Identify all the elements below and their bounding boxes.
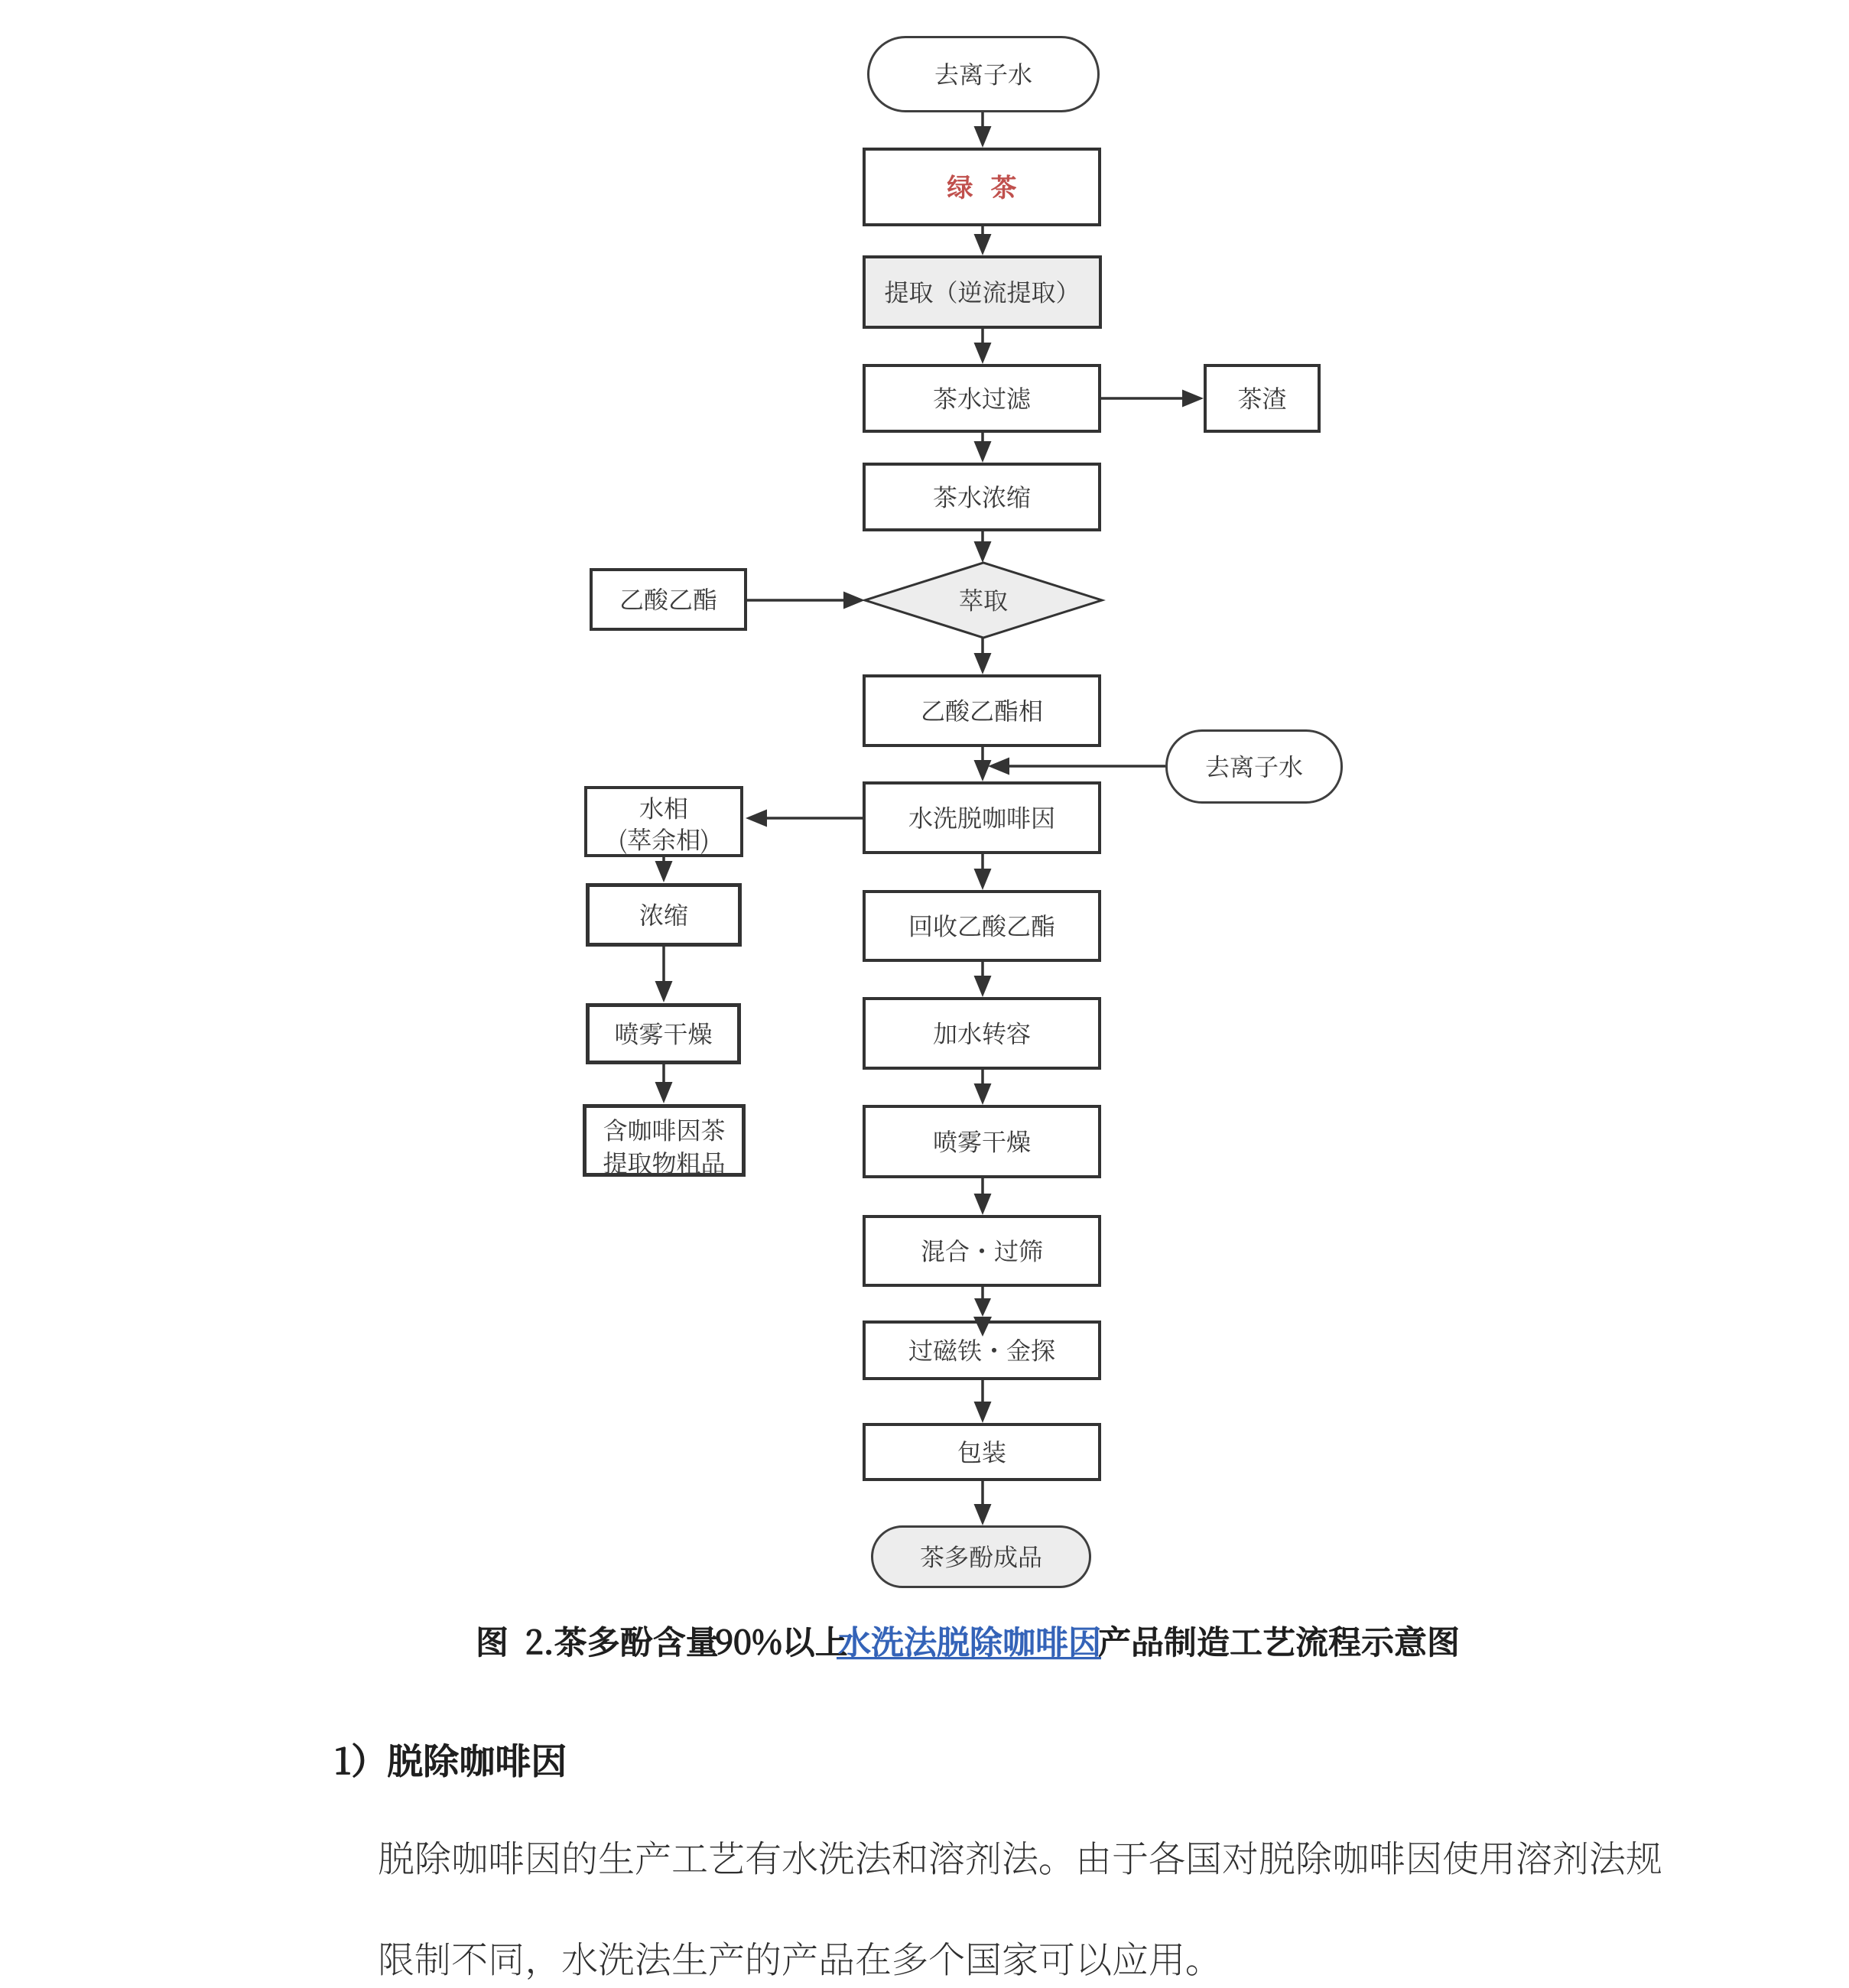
node-label: 茶水浓缩 <box>933 482 1031 513</box>
figure-caption: 图 2.茶多酚含量 90%以上水洗法脱除咖啡因产品制造工艺流程示意图 <box>428 1622 1529 1669</box>
flow-node-tea-water-concentration: 茶水浓缩 <box>863 463 1101 531</box>
flow-node-deionized-water-top: 去离子水 <box>867 36 1100 112</box>
node-label-line: 含咖啡因茶 <box>603 1109 725 1141</box>
flow-node-concentration: 浓缩 <box>586 883 742 947</box>
node-label: 萃取 <box>959 585 1008 616</box>
node-label: 回收乙酸乙酯 <box>908 911 1055 942</box>
flow-node-green-tea: 绿 茶 <box>863 148 1101 226</box>
paragraph-line-1: 脱除咖啡因的生产工艺有水洗法和溶剂法。由于各国对脱除咖啡因使用溶剂法规 <box>378 1840 1662 1893</box>
caption-link[interactable]: 水洗法脱除咖啡因 <box>798 1631 1061 1667</box>
flow-node-extract-decision: 萃取 <box>865 563 1102 638</box>
node-label: 绿 茶 <box>953 171 1012 204</box>
flow-node-add-water-transfer: 加水转容 <box>863 997 1101 1070</box>
node-label: 茶水过滤 <box>933 383 1031 414</box>
flow-node-spray-drying-left: 喷雾干燥 <box>586 1003 741 1064</box>
node-label: 乙酸乙酯相 <box>921 695 1043 726</box>
node-label-line: (萃余相) <box>619 822 708 853</box>
node-label: 加水转容 <box>933 1018 1031 1049</box>
flow-node-extraction: 提取（逆流提取） <box>863 255 1102 329</box>
flow-node-recover-ethyl-acetate: 回收乙酸乙酯 <box>863 890 1101 962</box>
flow-node-deionized-water-right: 去离子水 <box>1165 729 1343 804</box>
flow-node-mixing-sieving: 混合·过筛 <box>863 1215 1101 1287</box>
node-label: 茶多酚成品 <box>920 1541 1042 1573</box>
flow-node-water-wash-decaffeination: 水洗脱咖啡因 <box>863 781 1101 854</box>
flow-node-tea-residue: 茶渣 <box>1204 364 1321 433</box>
node-label: 喷雾干燥 <box>614 1018 712 1050</box>
flow-node-tea-water-filtration: 茶水过滤 <box>863 364 1101 433</box>
node-label: 水洗脱咖啡因 <box>908 802 1055 833</box>
flow-node-ethyl-acetate-phase: 乙酸乙酯相 <box>863 674 1101 747</box>
node-label: 提取（逆流提取） <box>884 277 1080 308</box>
node-label: 去离子水 <box>934 59 1032 90</box>
node-label: 喷雾干燥 <box>933 1126 1031 1158</box>
flow-node-ethyl-acetate: 乙酸乙酯 <box>590 568 747 631</box>
node-label: 浓缩 <box>639 899 688 931</box>
node-label: 包装 <box>957 1437 1006 1468</box>
flow-node-aqueous-phase: 水相(萃余相) <box>584 786 743 857</box>
flow-node-tea-polyphenol-product: 茶多酚成品 <box>871 1525 1091 1588</box>
flow-node-magnet-metal-detector: 过磁铁·金探 <box>863 1320 1101 1380</box>
node-label: 茶渣 <box>1237 383 1286 414</box>
flow-node-packaging: 包装 <box>863 1423 1101 1481</box>
node-label: 去离子水 <box>1205 751 1303 782</box>
node-label-line: 水相 <box>639 791 688 822</box>
paragraph-line-2: 限制不同，水洗法生产的产品在多个国家可以应用。 <box>378 1941 1222 1988</box>
flow-node-crude-caffeinated-tea-extract: 含咖啡因茶提取物粗品 <box>583 1104 746 1177</box>
node-label-line: 提取物粗品 <box>603 1141 725 1172</box>
section-heading: 1）脱除咖啡因 <box>334 1741 568 1794</box>
node-label: 过磁铁·金探 <box>917 1335 1048 1366</box>
caption-suffix: 产品制造工艺流程示意图 <box>1061 1631 1423 1667</box>
flow-node-spray-drying-main: 喷雾干燥 <box>863 1105 1101 1178</box>
node-label: 混合·过筛 <box>929 1236 1035 1267</box>
node-label: 乙酸乙酯 <box>619 584 717 616</box>
caption-prefix: 图 2.茶多酚含量 90%以上 <box>428 1631 798 1667</box>
